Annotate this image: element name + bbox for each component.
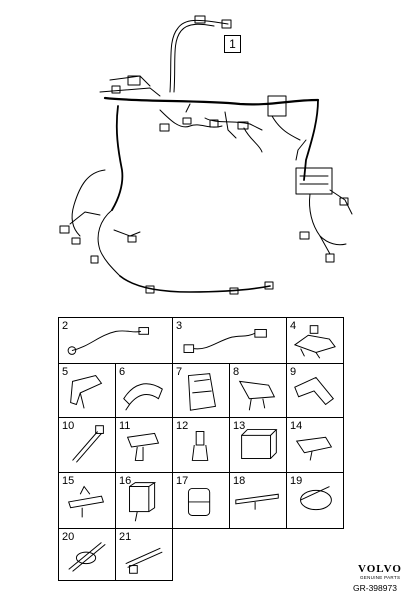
channel-bracket-drawing — [123, 383, 163, 411]
connector-housing-drawing — [241, 429, 278, 459]
part-cell: 16 — [115, 472, 173, 529]
clip-drawing — [70, 375, 103, 409]
part-number: 21 — [119, 531, 132, 543]
part-number: 17 — [176, 475, 189, 487]
part-number: 16 — [119, 475, 132, 487]
part-cell: 13 — [229, 417, 287, 473]
cover-drawing — [187, 373, 217, 411]
part-cell: 12 — [172, 417, 230, 473]
part-cell: 7 — [172, 363, 230, 418]
duct-drawing — [294, 376, 335, 406]
part-cell: 4 — [286, 317, 344, 364]
part-number: 2 — [62, 320, 69, 332]
fastener-drawing — [126, 432, 160, 461]
part-cell: 8 — [229, 363, 287, 418]
part-number: 15 — [62, 475, 75, 487]
double-clip-drawing — [187, 487, 211, 516]
part-cell: 18 — [229, 472, 287, 529]
part-cell: 14 — [286, 417, 344, 473]
part-number: 4 — [290, 320, 297, 332]
harness-bracket-drawing — [293, 325, 336, 359]
part-cell: 20 — [58, 528, 116, 581]
reference-code: GR-398973 — [353, 583, 397, 593]
part-number: 5 — [62, 366, 69, 378]
loop-tie-drawing — [300, 486, 332, 511]
tie-with-mount-drawing — [125, 547, 163, 574]
part-number: 19 — [290, 475, 303, 487]
grommet-drawing — [191, 431, 209, 461]
part-cell: 19 — [286, 472, 344, 529]
part-number: 6 — [119, 366, 126, 378]
cable-tie-drawing — [72, 425, 104, 463]
wiring-harness-illustration — [59, 15, 353, 295]
part-cell: 2 — [58, 317, 173, 364]
part-cell: 3 — [172, 317, 287, 364]
holder-drawing — [238, 380, 276, 411]
part-cell: 17 — [172, 472, 230, 529]
volvo-logo-text: VOLVO — [358, 563, 402, 575]
mount-clip-drawing — [68, 485, 105, 518]
part-cell: 5 — [58, 363, 116, 418]
strap-clip-drawing — [235, 493, 279, 510]
relay-block-drawing — [129, 482, 157, 522]
part-number: 3 — [176, 320, 183, 332]
part-number: 10 — [62, 420, 75, 432]
extension-cable-drawing — [183, 329, 267, 353]
part-cell: 11 — [115, 417, 173, 473]
part-cell: 21 — [115, 528, 173, 581]
main-harness-callout: 1 — [224, 35, 241, 53]
part-number: 18 — [233, 475, 246, 487]
part-number: 13 — [233, 420, 246, 432]
sensor-cable-drawing — [67, 327, 150, 355]
part-cell: 10 — [58, 417, 116, 473]
part-number: 8 — [233, 366, 240, 378]
genuine-parts-text: GENUINE PARTS — [360, 575, 401, 580]
part-cell: 15 — [58, 472, 116, 529]
cable-clip-drawing — [295, 436, 333, 461]
part-cell: 9 — [286, 363, 344, 418]
long-tie-drawing — [68, 542, 106, 572]
part-number: 14 — [290, 420, 303, 432]
part-number: 7 — [176, 366, 183, 378]
part-number: 9 — [290, 366, 297, 378]
part-number: 12 — [176, 420, 189, 432]
part-number: 20 — [62, 531, 75, 543]
part-number: 11 — [119, 420, 131, 432]
parts-grid: 2 3 4 5 6 — [58, 317, 344, 581]
part-cell: 6 — [115, 363, 173, 418]
